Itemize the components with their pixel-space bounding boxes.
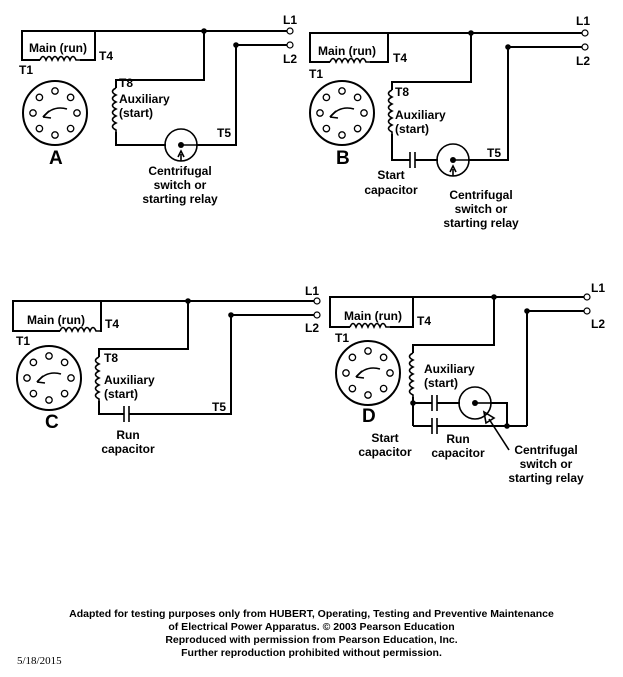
panel-c-cap-label-1: Run <box>116 428 139 442</box>
panel-b-aux-label: Auxiliary <box>395 108 446 122</box>
panel-a-t1-label: T1 <box>19 63 33 77</box>
panel-a-switch-label-3: starting relay <box>142 192 218 206</box>
motor-wiring-diagram: L1 L2 Main (run) T1 T4 T8 Auxiliary (sta… <box>12 13 605 485</box>
document-date: 5/18/2015 <box>17 655 62 667</box>
panel-d-runcap-label-2: capacitor <box>431 446 485 460</box>
panel-d-letter: D <box>362 406 376 427</box>
credit-line-2: of Electrical Power Apparatus. © 2003 Pe… <box>168 621 455 633</box>
panel-c-start-label: (start) <box>104 387 138 401</box>
panel-b: L1 L2 Main (run) T1 T4 T8 Auxiliary (sta… <box>309 14 590 230</box>
panel-d-switch-label-2: switch or <box>520 457 573 471</box>
panel-c-cap-label-2: capacitor <box>101 442 155 456</box>
panel-c-t8-label: T8 <box>104 351 118 365</box>
panel-a-start-label: (start) <box>119 106 153 120</box>
panel-c-l1-label: L1 <box>305 284 319 298</box>
panel-c-aux-label: Auxiliary <box>104 373 155 387</box>
panel-a-main-label: Main (run) <box>29 41 87 55</box>
panel-c-main-label: Main (run) <box>27 313 85 327</box>
panel-b-l1-label: L1 <box>576 14 590 28</box>
panel-d-startcap-label-1: Start <box>371 431 398 445</box>
panel-b-switch-label-3: starting relay <box>443 216 519 230</box>
panel-a-l1-label: L1 <box>283 13 297 27</box>
panel-d-t1-label: T1 <box>335 331 349 345</box>
panel-c: L1 L2 Main (run) T1 T4 T8 Auxiliary (sta… <box>12 284 321 456</box>
panel-d: L1 L2 Main (run) T1 T4 Auxiliary (start)… <box>329 281 605 485</box>
panel-b-letter: B <box>336 148 350 169</box>
panel-a: L1 L2 Main (run) T1 T4 T8 Auxiliary (sta… <box>19 13 297 206</box>
panel-a-aux-label: Auxiliary <box>119 92 170 106</box>
panel-a-switch-label-1: Centrifugal <box>148 164 211 178</box>
panel-d-l2-label: L2 <box>591 317 605 331</box>
panel-a-switch-label-2: switch or <box>154 178 207 192</box>
panel-b-cap-label-2: capacitor <box>364 183 418 197</box>
panel-d-start-label: (start) <box>424 376 458 390</box>
panel-d-aux-label: Auxiliary <box>424 362 475 376</box>
panel-b-main-label: Main (run) <box>318 44 376 58</box>
panel-a-t8-label: T8 <box>119 76 133 90</box>
credit-line-1: Adapted for testing purposes only from H… <box>69 608 554 620</box>
panel-d-runcap-label-1: Run <box>446 432 469 446</box>
panel-c-t5-label: T5 <box>212 400 226 414</box>
panel-c-letter: C <box>45 412 59 433</box>
panel-b-t5-label: T5 <box>487 146 501 160</box>
panel-d-l1-label: L1 <box>591 281 605 295</box>
panel-b-l2-label: L2 <box>576 54 590 68</box>
panel-d-switch-label-3: starting relay <box>508 471 584 485</box>
panel-b-start-label: (start) <box>395 122 429 136</box>
panel-b-switch-label-1: Centrifugal <box>449 188 512 202</box>
panel-d-switch-label-1: Centrifugal <box>514 443 577 457</box>
panel-b-t1-label: T1 <box>309 67 323 81</box>
panel-c-t1-label: T1 <box>16 334 30 348</box>
copyright-credit: Adapted for testing purposes only from H… <box>0 608 623 660</box>
panel-a-l2-label: L2 <box>283 52 297 66</box>
credit-line-4: Further reproduction prohibited without … <box>181 647 442 659</box>
panel-c-t4-label: T4 <box>105 317 119 331</box>
panel-b-t8-label: T8 <box>395 85 409 99</box>
panel-a-t5-label: T5 <box>217 126 231 140</box>
panel-d-t4-label: T4 <box>417 314 431 328</box>
panel-b-switch-label-2: switch or <box>455 202 508 216</box>
credit-line-3: Reproduced with permission from Pearson … <box>165 634 458 646</box>
panel-c-l2-label: L2 <box>305 321 319 335</box>
panel-d-startcap-label-2: capacitor <box>358 445 412 459</box>
panel-d-main-label: Main (run) <box>344 309 402 323</box>
panel-b-t4-label: T4 <box>393 51 407 65</box>
panel-b-cap-label-1: Start <box>377 168 404 182</box>
panel-a-t4-label: T4 <box>99 49 113 63</box>
panel-a-letter: A <box>49 148 63 169</box>
